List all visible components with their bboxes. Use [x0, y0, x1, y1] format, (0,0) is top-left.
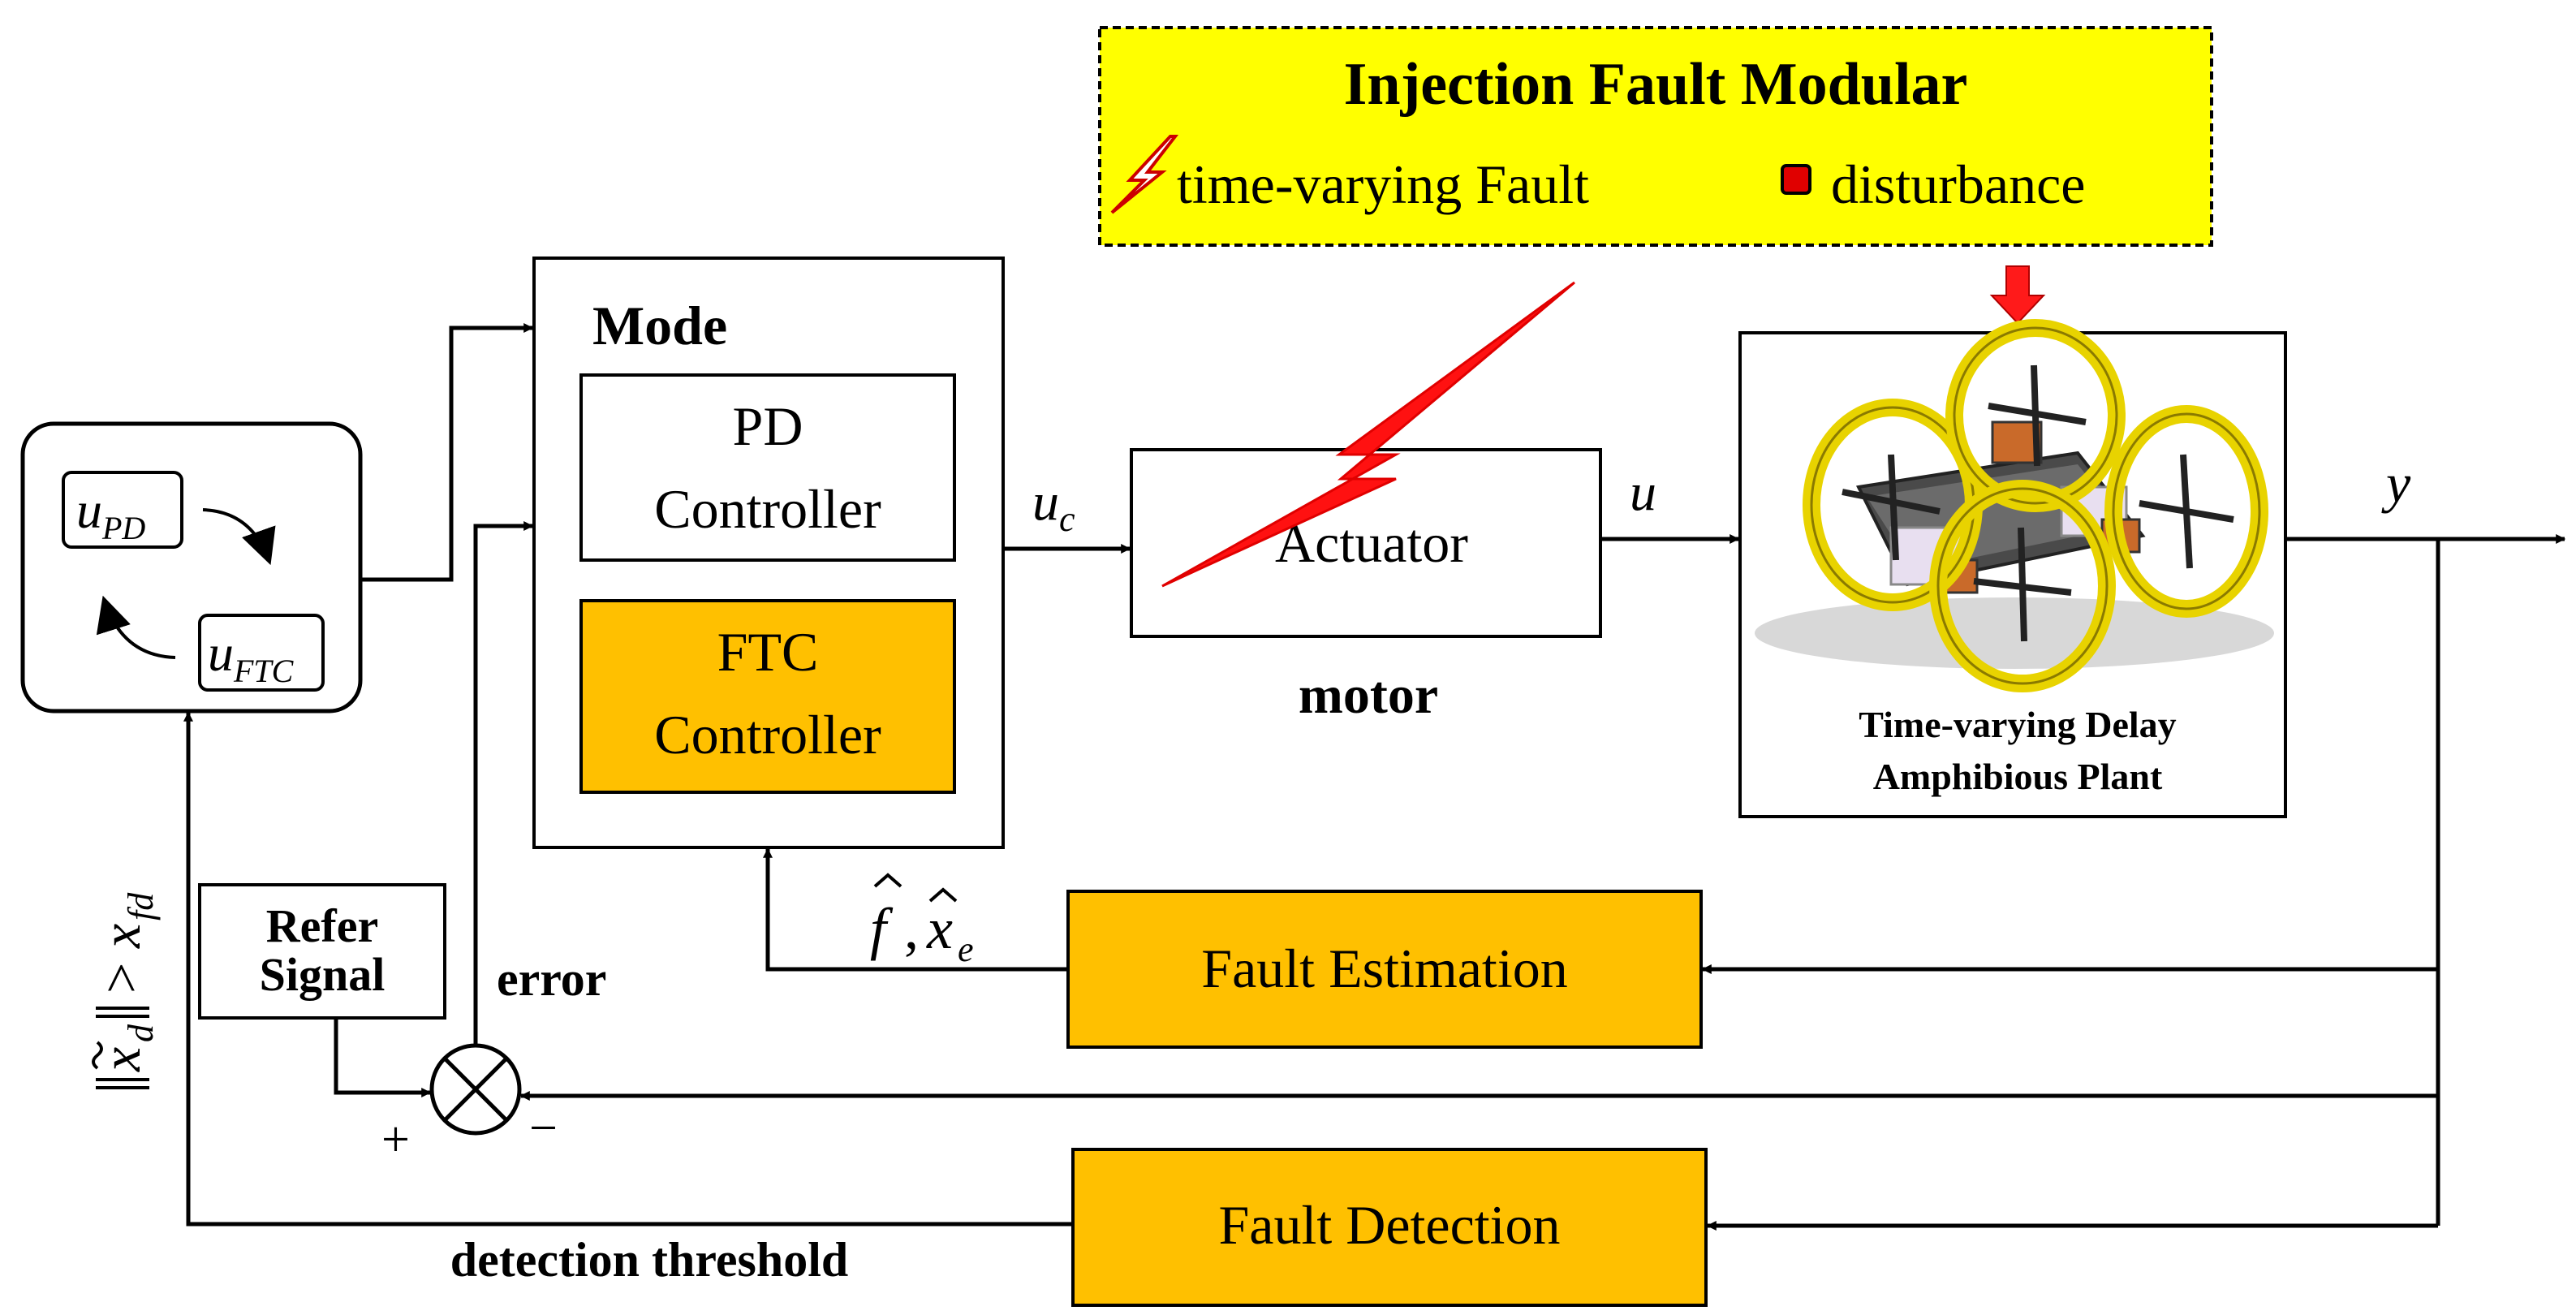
ftc-controller-box [579, 599, 956, 794]
switch-arrow-down [202, 508, 276, 566]
fault-estimation-block: Fault Estimation [1066, 890, 1703, 1049]
pd-controller-box [579, 373, 956, 562]
u-signal-label: u [1630, 463, 1656, 522]
signal-wires [183, 323, 2566, 1231]
f-hat: f [870, 896, 894, 961]
plus-sign: + [381, 1112, 410, 1167]
mode-block: Mode PD Controller FTC Controller [532, 257, 1005, 849]
fault-lightning-icon [1161, 281, 1575, 588]
u-ftc-label: uFTC [208, 624, 295, 689]
actuator-label: Actuator [1275, 512, 1468, 574]
refer-line1: Refer [266, 899, 378, 952]
amphibious-robot-icon [1755, 319, 2274, 692]
threshold-x2: x [90, 924, 152, 949]
plant-block: Time-varying Delay Amphibious Plant [1738, 319, 2287, 818]
detection-threshold-caption: detection threshold [450, 1233, 849, 1287]
lightning-icon [1110, 135, 1179, 214]
pd-controller-line1: PD [733, 395, 803, 457]
estimate-comma: , [904, 896, 919, 961]
injection-fault-panel: Injection Fault Modular time-varying Fau… [1098, 26, 2213, 247]
x-hat: x [926, 896, 953, 961]
threshold-sub-d: d [121, 1024, 161, 1042]
injection-title: Injection Fault Modular [1344, 51, 1968, 118]
estimate-signal-label: f , x e [870, 873, 974, 969]
threshold-gt: > [90, 963, 152, 994]
plant-caption-line2: Amphibious Plant [1873, 756, 2163, 797]
summing-junction [429, 1043, 522, 1136]
refer-signal-block: Refer Signal [198, 883, 446, 1020]
u-pd-label: uPD [76, 481, 145, 546]
refer-line2: Signal [260, 948, 386, 1001]
fault-detection-block: Fault Detection [1071, 1148, 1708, 1307]
disturbance-square-icon [1781, 164, 1811, 195]
motor-caption: motor [1299, 666, 1438, 725]
switch-block: uPD uFTC [20, 421, 363, 714]
disturbance-legend-label: disturbance [1831, 153, 2085, 215]
pd-controller-line2: Controller [654, 478, 881, 540]
switch-arrow-up [96, 595, 176, 659]
y-signal-label: y [2381, 452, 2411, 514]
threshold-sub-fd: fd [121, 892, 161, 921]
ftc-controller-line2: Controller [654, 704, 881, 765]
fault-estimation-label: Fault Estimation [1201, 938, 1567, 999]
plant-caption-line1: Time-varying Delay [1859, 704, 2176, 745]
fault-legend-label: time-varying Fault [1177, 153, 1589, 215]
minus-sign: − [529, 1101, 558, 1156]
threshold-condition-label: x d > x fd [90, 892, 161, 1089]
error-label: error [497, 952, 606, 1006]
x-hat-sub: e [958, 929, 974, 969]
mode-title: Mode [592, 295, 727, 356]
ftc-controller-line1: FTC [717, 621, 819, 683]
uc-signal-label: uc [1032, 472, 1075, 539]
disturbance-arrow [1989, 265, 2046, 325]
fault-detection-label: Fault Detection [1218, 1194, 1560, 1256]
